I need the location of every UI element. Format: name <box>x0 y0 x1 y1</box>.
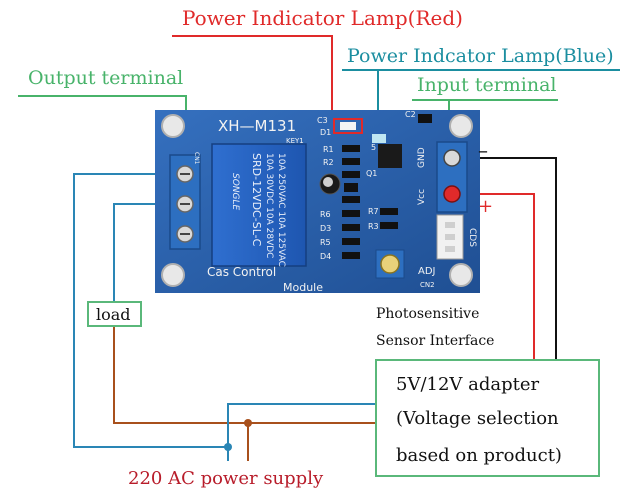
d4 <box>342 252 360 259</box>
r7 <box>380 208 398 215</box>
led-red-body <box>340 122 356 130</box>
label-load: load <box>96 305 131 324</box>
des-d4: D4 <box>320 252 331 261</box>
smd-components <box>342 114 432 259</box>
board-vcc: Vcc <box>417 189 427 205</box>
des-q1: Q1 <box>366 169 377 178</box>
cds-pin-2 <box>445 234 455 240</box>
r1 <box>342 145 360 152</box>
capacitor-top <box>323 177 333 187</box>
junction-brown <box>244 419 252 427</box>
board-model: XH—M131 <box>218 117 296 135</box>
plus-sign: + <box>478 196 493 217</box>
board-key: KEY1 <box>286 137 304 145</box>
label-photosensitive-1: Photosensitive <box>376 306 479 322</box>
des-r6: R6 <box>320 210 331 219</box>
q1 <box>344 183 358 192</box>
wire-output-top <box>73 173 228 448</box>
board-cas-control: Cas Control <box>207 265 276 279</box>
label-input-terminal: Input terminal <box>417 74 557 96</box>
des-r7: R7 <box>368 207 379 216</box>
des-r2: R2 <box>323 158 334 167</box>
relay-line-3: SRD-12VDC-SL-C <box>250 153 263 247</box>
junction-teal <box>224 443 232 451</box>
des-r1: R1 <box>323 145 334 154</box>
ic-chip <box>378 144 402 168</box>
input-screw-vcc[interactable] <box>443 185 461 203</box>
wire-ac-teal <box>227 403 376 461</box>
adapter-box <box>375 359 600 477</box>
board-gnd: GND <box>417 147 427 168</box>
r5 <box>342 238 360 245</box>
board-module: Module <box>283 281 323 294</box>
led-red-d1 <box>333 118 363 134</box>
label-adapter-2: (Voltage selection <box>396 408 559 429</box>
relay-text: 10A 250VAC 10A 125VAC 10A 30VDC 10A 28VD… <box>230 153 286 267</box>
label-output-terminal: Output terminal <box>28 67 183 89</box>
label-ac-supply: 220 AC power supply <box>128 468 324 489</box>
relay-line-1: 10A 250VAC 10A 125VAC <box>276 153 286 267</box>
relay-line-2: 10A 30VDC 10A 28VDC <box>264 153 274 258</box>
board-cn2: CN2 <box>420 281 435 289</box>
label-adapter-1: 5V/12V adapter <box>396 374 540 395</box>
des-r5: R5 <box>320 238 331 247</box>
r4 <box>342 196 360 203</box>
label-photosensitive-2: Sensor Interface <box>376 333 494 349</box>
mount-hole-tr <box>449 114 473 138</box>
des-r3: R3 <box>368 222 379 231</box>
d2 <box>342 224 360 231</box>
mount-hole-bl <box>161 263 185 287</box>
des-d1: D1 <box>320 128 331 137</box>
label-adapter-3: based on product) <box>396 445 562 466</box>
des-c3: C3 <box>317 116 328 125</box>
callout-lines <box>18 35 620 156</box>
pcb <box>155 110 480 293</box>
relay <box>211 143 307 267</box>
c2-cap <box>418 114 432 123</box>
label-power-red: Power Indicator Lamp(Red) <box>182 6 463 30</box>
r2 <box>342 158 360 165</box>
led-blue <box>372 134 386 143</box>
board-cds: CDS <box>467 228 477 247</box>
wire-gnd-black <box>452 157 557 360</box>
board-adj: ADJ <box>418 266 436 277</box>
cds-pin-1 <box>445 222 455 228</box>
r8 <box>380 222 398 229</box>
cds-pin-3 <box>445 246 455 252</box>
des-five: 5 <box>371 143 376 152</box>
potentiometer-knob <box>380 254 400 274</box>
mount-hole-tl <box>161 114 185 138</box>
r3 <box>342 171 360 178</box>
load-box <box>87 301 142 327</box>
relay-brand: SONGLE <box>230 173 240 211</box>
input-screw-gnd[interactable] <box>443 149 461 167</box>
callout-red-line <box>172 35 333 118</box>
designators: C3 D1 R1 R2 Q1 R6 D3 R5 D4 R7 R3 C2 5 <box>317 110 416 261</box>
r6 <box>342 210 360 217</box>
board-cn1: CN1 <box>193 152 200 165</box>
label-power-blue: Power Indcator Lamp(Blue) <box>347 45 614 67</box>
des-c2: C2 <box>405 110 416 119</box>
wire-load-brown <box>113 326 248 424</box>
des-d3: D3 <box>320 224 331 233</box>
relay-board: XH—M131 KEY1 Cas Control Module CN1 10A … <box>155 110 480 294</box>
wire-ac-brown <box>247 422 376 461</box>
mount-hole-br <box>449 263 473 287</box>
minus-sign: – <box>478 138 488 162</box>
